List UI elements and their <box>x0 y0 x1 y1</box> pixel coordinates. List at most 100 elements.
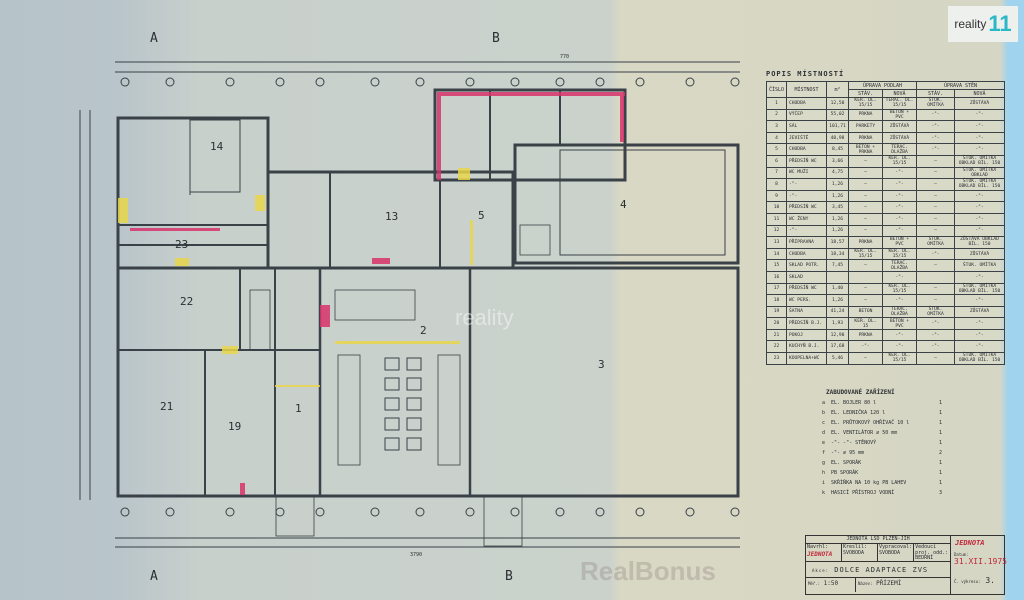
equipment-count: 1 <box>938 420 942 426</box>
floor-new: -"- <box>881 201 918 214</box>
walls-existing: ŠTUK. OMÍTKA <box>916 97 956 110</box>
floor-existing: KER. DL. 15/15 <box>848 97 883 110</box>
grid-axis-bubble <box>120 77 130 87</box>
walls-new: ŠTUK. OMÍTKA OBKLAD BÍL. 150 <box>954 154 1006 168</box>
walls-new: ZŮSTÁVÁ <box>954 247 1006 261</box>
room-number: 19 <box>766 305 787 319</box>
room-area: 5,46 <box>826 352 849 365</box>
equipment-name: EL. VENTILÁTOR ∅ 50 mm <box>831 430 898 436</box>
col-num: ČÍSLO <box>766 81 787 98</box>
floor-new: -"- <box>881 328 918 342</box>
floor-new: BETON + PVC <box>881 317 918 330</box>
walls-new: ŠTUK. OMÍTKA OBKLAD <box>954 166 1006 180</box>
equipment-name: EL. SPORÁK <box>831 460 862 466</box>
equipment-letter: d <box>822 430 826 436</box>
walls-new: -"- <box>954 201 1006 214</box>
equipment-count: 2 <box>938 450 942 456</box>
room-area: 40,98 <box>826 131 849 145</box>
room-label-3: 3 <box>598 358 605 371</box>
floor-existing: — <box>848 282 883 296</box>
name-1: SVOBODA <box>842 549 865 556</box>
name-2: SVOBODA <box>878 549 901 556</box>
grid-axis-bubble <box>315 77 325 87</box>
walls-new: ZŮSTÁVÁ OBKLAD BÍL. 150 <box>954 236 1006 249</box>
room-area: 8,45 <box>826 143 849 156</box>
floor-existing: KER. DL. 15/15 <box>848 247 883 261</box>
top-dimension: 770 <box>560 54 569 60</box>
floor-existing: -"- <box>848 340 883 354</box>
room-area: 1,26 <box>826 294 849 307</box>
room-number: 17 <box>766 282 787 296</box>
walls-existing: — <box>916 352 956 365</box>
room-name: CHODBA <box>786 143 827 156</box>
room-label-4: 4 <box>620 198 627 211</box>
walls-existing: ŠTUK. OMÍTKA <box>916 305 956 319</box>
room-area: 55,02 <box>826 108 849 122</box>
room-number: 11 <box>766 212 787 226</box>
walls-new: -"- <box>954 108 1006 122</box>
equipment-count: 1 <box>938 430 942 436</box>
walls-new: -"- <box>954 294 1006 307</box>
room-name: PŘEDSÍŇ B.J. <box>786 317 827 330</box>
room-area: 1,26 <box>826 178 849 191</box>
floor-new: KER. DL. 15/15 <box>881 154 918 168</box>
room-number: 8 <box>766 178 787 191</box>
floor-new: -"- <box>881 294 918 307</box>
equipment-letter: k <box>822 490 826 496</box>
grid-axis-bubble <box>555 507 565 517</box>
room-name: -"- <box>786 178 827 191</box>
floor-new: -"- <box>881 212 918 226</box>
project-label: Akce: <box>812 568 830 573</box>
floor-existing: — <box>848 294 883 307</box>
col-room: MÍSTNOST <box>786 81 827 98</box>
floor-new: -"- <box>881 270 918 284</box>
equipment-item: d EL. VENTILÁTOR ∅ 50 mm 1 <box>822 428 942 438</box>
room-name: PŘEDSÍŇ WC <box>786 282 827 296</box>
walls-new: ZŮSTÁVÁ <box>954 305 1006 319</box>
table-furniture <box>384 357 400 371</box>
room-area: 18,34 <box>826 247 849 261</box>
room-area: 7,45 <box>826 259 849 272</box>
grid-axis-bubble <box>165 77 175 87</box>
grid-axis-bubble <box>730 507 740 517</box>
walls-new: -"- <box>954 270 1006 284</box>
floor-new: TERAC. DLAŽBA <box>881 143 918 156</box>
room-area: 18,57 <box>826 236 849 249</box>
walls-existing <box>916 270 956 284</box>
walls-new: -"- <box>954 340 1006 354</box>
equipment-letter: f <box>822 450 826 456</box>
room-name: -"- <box>786 224 827 238</box>
floor-existing <box>848 270 883 284</box>
room-number: 20 <box>766 317 787 330</box>
equipment-name: SKŘÍŇKA NA 10 kg PB LAHEV <box>831 480 907 486</box>
floor-new: -"- <box>881 340 918 354</box>
walls-new: -"- <box>954 143 1006 156</box>
table-furniture <box>406 397 422 411</box>
col-floor-new: NOVÁ <box>881 89 918 98</box>
room-area: 1,26 <box>826 212 849 226</box>
equipment-title: ZABUDOVANÉ ZAŘÍZENÍ <box>826 389 895 396</box>
watermark-reality: reality <box>455 305 514 330</box>
walls-existing: — <box>916 178 956 191</box>
grid-axis-bubble <box>275 507 285 517</box>
walls-new: ŠTUK. OMÍTKA OBKLAD BÍL. 150 <box>954 282 1006 296</box>
grid-axis-bubble <box>635 77 645 87</box>
walls-existing: -"- <box>916 108 956 122</box>
room-name: KUCHYŇ B.J. <box>786 340 827 354</box>
walls-existing: — <box>916 189 956 203</box>
floor-existing: PARKETY <box>848 120 883 133</box>
equipment-letter: b <box>822 410 826 416</box>
floor-existing: PRKNA <box>848 131 883 145</box>
room-area: 1,93 <box>826 317 849 330</box>
